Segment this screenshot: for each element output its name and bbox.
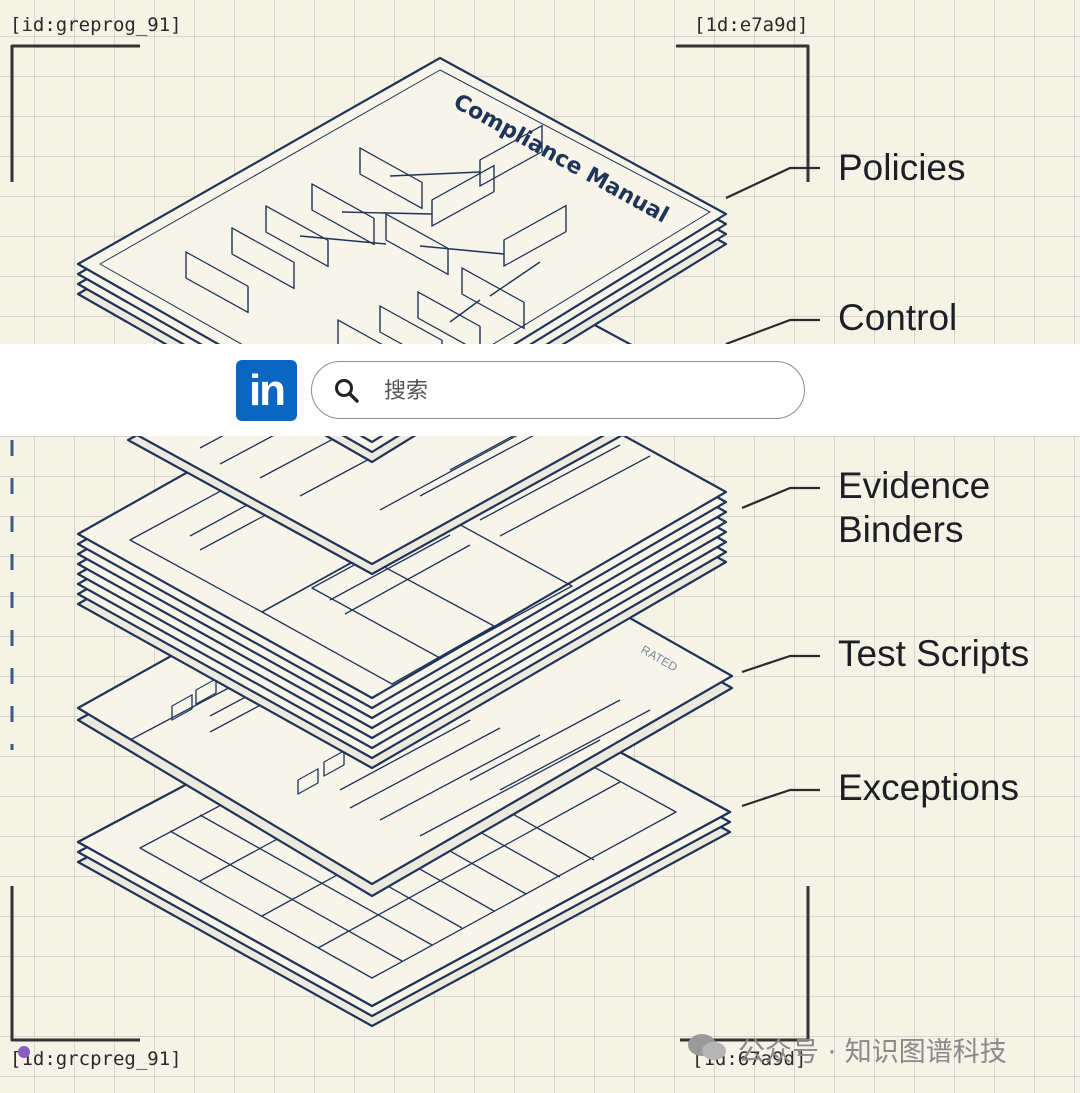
watermark-text: 公众号 · 知识图谱科技: [738, 1037, 1007, 1068]
label-evidence-line1: Evidence: [838, 465, 991, 506]
label-control: Control: [838, 297, 958, 338]
label-leaders: [725, 166, 820, 808]
corner-bracket-top-right: [676, 44, 810, 182]
wechat-icon: [688, 1034, 726, 1060]
corner-bracket-top-left: [10, 44, 140, 182]
search-box[interactable]: [311, 361, 805, 419]
corner-bracket-bottom-left: [10, 886, 140, 1042]
label-test-scripts: Test Scripts: [838, 633, 1030, 674]
linkedin-header-bar: in: [0, 344, 1080, 436]
label-evidence-line2: Binders: [838, 509, 964, 550]
corner-id-top-left: [id:greprog_91]: [10, 14, 182, 36]
corner-id-bottom-left: [1d:grcpreg_91]: [10, 1048, 182, 1070]
purple-dot: [18, 1046, 30, 1058]
corner-bracket-bottom-right: [680, 886, 810, 1042]
search-icon: [335, 379, 359, 403]
corner-id-top-right: [1d:e7a9d]: [694, 14, 809, 36]
label-policies: Policies: [838, 147, 966, 188]
search-input[interactable]: [382, 374, 786, 408]
label-exceptions: Exceptions: [838, 767, 1019, 808]
linkedin-logo-icon[interactable]: in: [236, 360, 297, 421]
